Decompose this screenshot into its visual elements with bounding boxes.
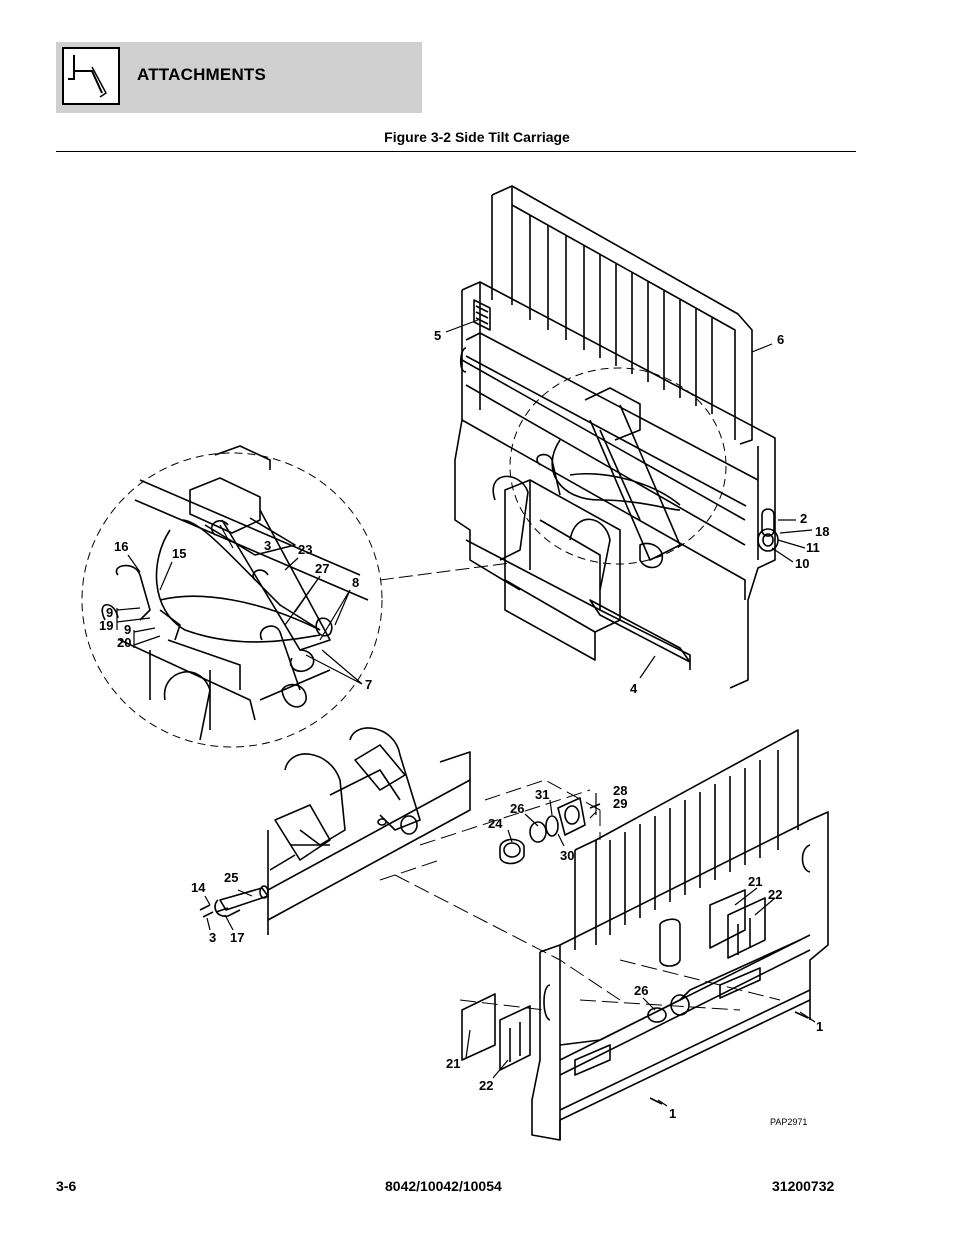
callout: 26 — [510, 801, 524, 816]
callout: 3 — [209, 930, 216, 945]
lower-exploded-drawing — [199, 727, 829, 1141]
callout: 29 — [613, 796, 627, 811]
callout: 2 — [800, 511, 807, 526]
callout-labels: 5 6 2 18 11 10 4 16 15 3 23 27 8 9 19 9 … — [99, 328, 829, 1127]
callout: 25 — [224, 870, 238, 885]
callout: 23 — [298, 542, 312, 557]
callout: 16 — [114, 539, 128, 554]
callout: 27 — [315, 561, 329, 576]
callout: 21 — [446, 1056, 460, 1071]
callout: 30 — [560, 848, 574, 863]
header-rule — [56, 151, 856, 152]
callout: 24 — [488, 816, 503, 831]
figure-reference: PAP2971 — [770, 1117, 807, 1127]
callout: 3 — [264, 538, 271, 553]
callout: 22 — [768, 887, 782, 902]
magnified-detail-drawing — [101, 445, 369, 741]
callout: 22 — [479, 1078, 493, 1093]
attachment-hook-icon — [62, 47, 120, 105]
callout: 4 — [630, 681, 638, 696]
callout: 15 — [172, 546, 186, 561]
callout: 14 — [191, 880, 206, 895]
upper-carriage-drawing — [454, 185, 779, 689]
figure-title: Figure 3-2 Side Tilt Carriage — [384, 129, 570, 145]
callout: 7 — [365, 677, 372, 692]
section-title: ATTACHMENTS — [137, 65, 267, 84]
callout: 20 — [117, 635, 131, 650]
callout: 28 — [613, 783, 627, 798]
callout: 17 — [230, 930, 244, 945]
page-number: 3-6 — [56, 1178, 77, 1194]
callout: 8 — [352, 575, 359, 590]
callout: 1 — [669, 1106, 676, 1121]
callout: 1 — [816, 1019, 823, 1034]
callout: 6 — [777, 332, 784, 347]
callout: 21 — [748, 874, 762, 889]
callout: 31 — [535, 787, 549, 802]
document-number: 31200732 — [772, 1178, 835, 1194]
callout: 10 — [795, 556, 809, 571]
callout: 9 — [106, 605, 113, 620]
model-numbers: 8042/10042/10054 — [385, 1178, 502, 1194]
callout: 9 — [124, 622, 131, 637]
callout: 18 — [815, 524, 829, 539]
callout: 11 — [806, 540, 820, 555]
callout: 26 — [634, 983, 648, 998]
callout: 19 — [99, 618, 113, 633]
detail-circle-small — [509, 367, 727, 565]
leader-lines — [116, 319, 816, 1107]
callout: 5 — [434, 328, 441, 343]
detail-circle-large — [81, 452, 383, 748]
detail-leader-line — [379, 562, 511, 581]
